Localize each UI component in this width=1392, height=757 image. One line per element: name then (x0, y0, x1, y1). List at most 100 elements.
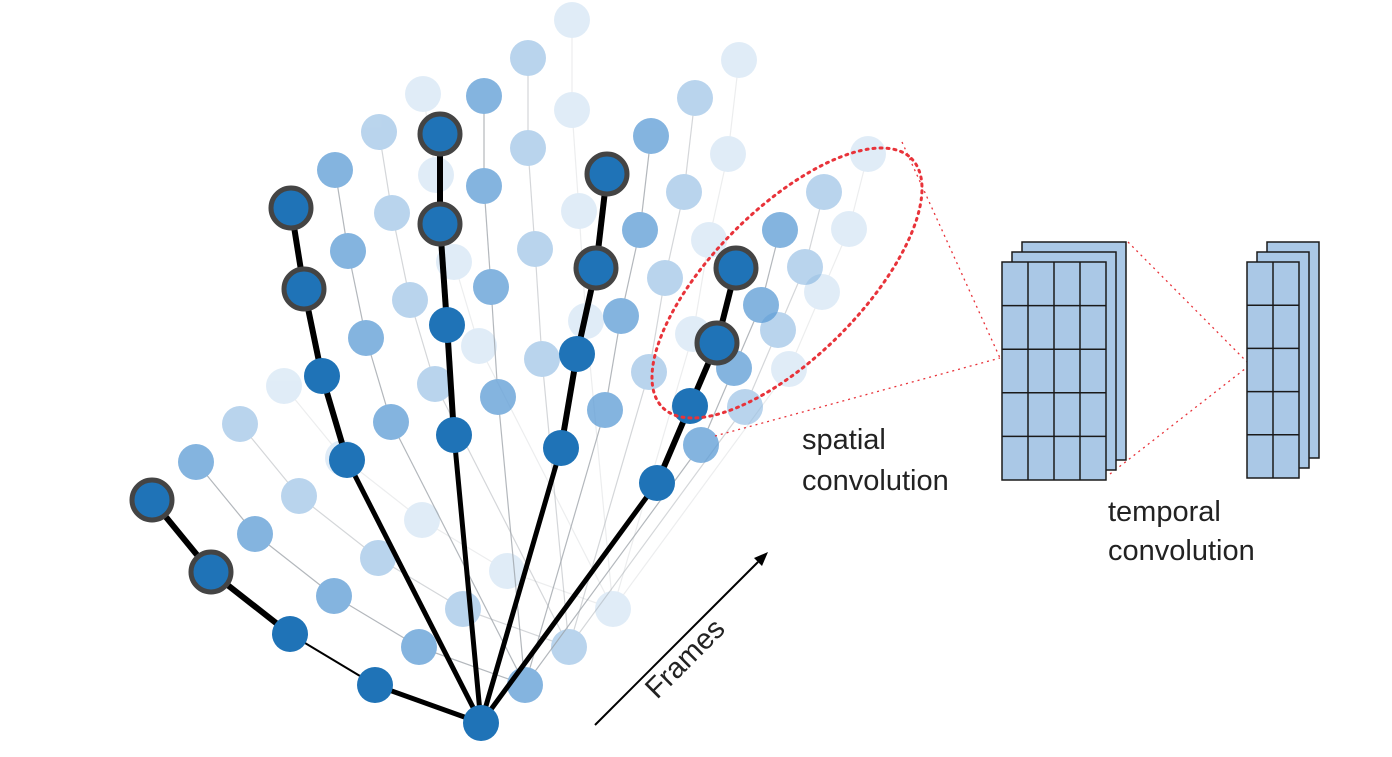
ghost-joint (524, 341, 560, 377)
ghost-bone (418, 646, 526, 686)
projection-line-temporal-bottom (1109, 364, 1251, 475)
ghost-bone (848, 153, 869, 230)
ghost-joint (507, 667, 543, 703)
ghost-joint (178, 444, 214, 480)
ghost-joint (721, 42, 757, 78)
ghost-bone (497, 396, 526, 686)
ghost-joint (554, 92, 590, 128)
ghost-skeleton-frames (178, 2, 886, 703)
wrist-bone (478, 481, 660, 725)
ghost-joint (517, 231, 553, 267)
ghost-joint (561, 193, 597, 229)
ghost-bone (744, 329, 779, 408)
finger-joint (543, 430, 579, 466)
ghost-bone (804, 191, 825, 268)
temporal-label-line1: temporal (1108, 496, 1221, 528)
spatial-label-line1: spatial (802, 424, 886, 456)
finger-joint (188, 549, 234, 595)
ghost-joint (266, 368, 302, 404)
ghost-bone (409, 299, 436, 385)
ghost-bone (683, 97, 696, 193)
finger-joint (357, 667, 393, 703)
ghost-joint (466, 168, 502, 204)
ghost-joint (445, 591, 481, 627)
finger-joint (281, 266, 327, 312)
ghost-joint (850, 136, 886, 172)
ghost-bone (692, 239, 710, 335)
temporal-feature-map-stack (1246, 241, 1320, 479)
ghost-joint (237, 516, 273, 552)
ghost-joint (622, 212, 658, 248)
ghost-joint (316, 578, 352, 614)
spatial-label-line2: convolution (802, 465, 949, 497)
projection-line-temporal-top (1127, 241, 1251, 366)
ghost-bone (541, 358, 570, 648)
ghost-bone (391, 212, 411, 301)
finger-joint (559, 336, 595, 372)
ghost-joint (666, 174, 702, 210)
ghost-joint (374, 195, 410, 231)
frames-axis-label: Frames (639, 613, 731, 705)
ghost-joint (317, 152, 353, 188)
ghost-joint (510, 130, 546, 166)
selection-ellipse (650, 146, 924, 420)
ghost-joint (743, 287, 779, 323)
ghost-bone (648, 277, 666, 373)
ghost-joint (683, 427, 719, 463)
ghost-joint (603, 298, 639, 334)
ghost-bone (298, 495, 379, 559)
ghost-joint (404, 502, 440, 538)
finger-joint (329, 442, 365, 478)
ghost-bone (239, 423, 300, 497)
ghost-bone (571, 109, 580, 212)
finger-joint (713, 245, 759, 291)
ghost-joint (510, 40, 546, 76)
ghost-bone (490, 286, 499, 398)
frames-arrow (594, 552, 768, 726)
ghost-joint (633, 118, 669, 154)
finger-joint (584, 151, 630, 197)
ghost-joint (348, 320, 384, 356)
ghost-joint (631, 354, 667, 390)
ghost-bone (453, 261, 480, 347)
ghost-joint (281, 478, 317, 514)
wrist-bone (374, 682, 482, 726)
ghost-bone (664, 191, 685, 279)
feature-map-layer (1001, 261, 1107, 481)
ghost-bone (283, 385, 344, 459)
ghost-bone (727, 59, 740, 155)
ghost-bone (777, 266, 806, 331)
ghost-joint (360, 540, 396, 576)
finger-joint (694, 320, 740, 366)
spatial-selection (650, 141, 1251, 475)
ghost-joint (461, 328, 497, 364)
ghost-bone (788, 291, 823, 370)
ghost-joint (677, 80, 713, 116)
spatial-feature-map-stack (1001, 241, 1127, 481)
finger-joint (417, 201, 463, 247)
ghost-joint (466, 78, 502, 114)
projection-line-top (901, 141, 1001, 359)
ghost-bone (524, 409, 606, 686)
ghost-bone (585, 320, 614, 610)
ghost-bone (708, 153, 729, 241)
wrist-bone (478, 447, 564, 724)
finger-joint (272, 616, 308, 652)
ghost-joint (727, 389, 763, 425)
ghost-joint (401, 629, 437, 665)
finger-bone (444, 324, 457, 436)
ghost-bone (534, 248, 543, 360)
ghost-joint (418, 157, 454, 193)
ghost-frame-3 (266, 2, 886, 627)
ghost-joint (361, 114, 397, 150)
ghost-joint (417, 366, 453, 402)
wrist-bone (344, 458, 484, 725)
wrist-bone (451, 434, 484, 724)
finger-joint (129, 477, 175, 523)
front-skeleton-joints (129, 111, 759, 741)
finger-joint (573, 245, 619, 291)
finger-joint (268, 185, 314, 231)
ghost-joint (405, 76, 441, 112)
ghost-joint (554, 2, 590, 38)
